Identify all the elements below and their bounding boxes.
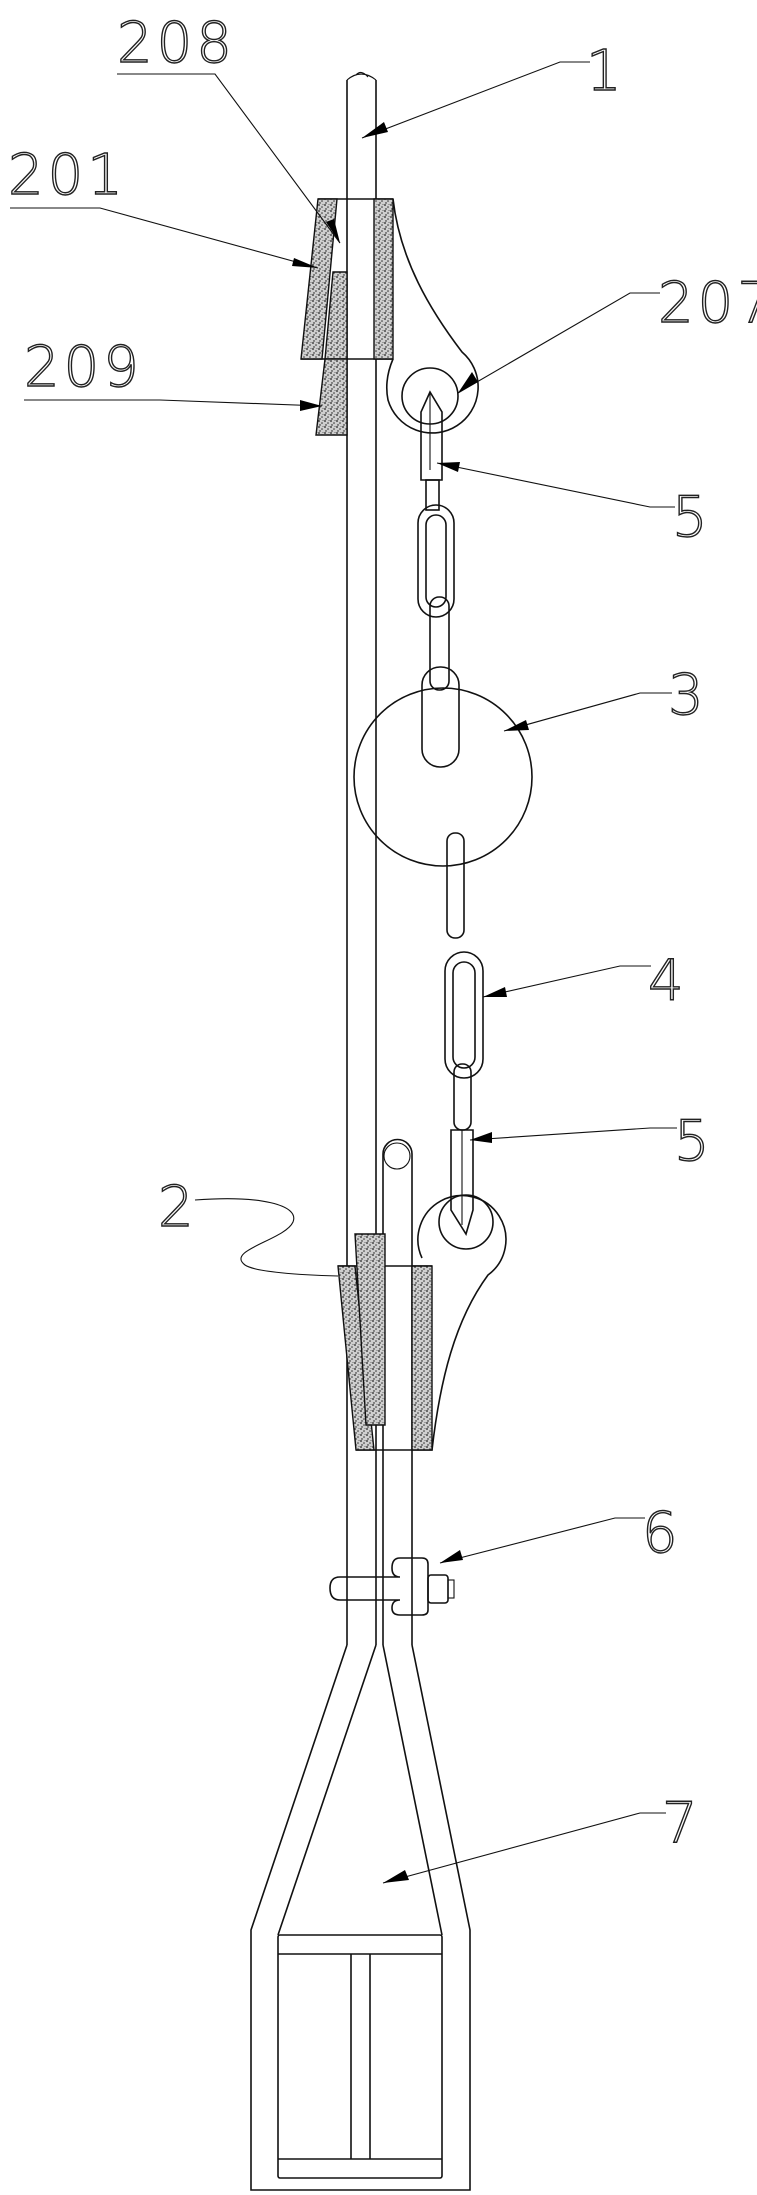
label-207: 207: [658, 271, 757, 336]
label-7: 7: [662, 1791, 702, 1856]
label-208: 208: [117, 11, 236, 76]
counterweight-frame: [251, 1645, 470, 2190]
label-201: 201: [8, 143, 127, 208]
lower-shackle: [451, 1130, 473, 1234]
wedge-209: [316, 359, 347, 435]
second-rod: [383, 1140, 412, 1646]
float-ball: [354, 688, 532, 866]
chain-upper: [418, 480, 459, 767]
upper-shackle: [421, 392, 442, 480]
label-2: 2: [158, 1175, 198, 1240]
lower-clamp: [338, 1195, 506, 1450]
label-1: 1: [586, 39, 626, 104]
clamp-bolt: [330, 1558, 454, 1615]
label-5-upper: 5: [672, 485, 712, 550]
label-5-lower: 5: [674, 1109, 714, 1174]
label-6: 6: [642, 1501, 682, 1566]
upper-clamp: [301, 199, 478, 435]
label-3: 3: [668, 663, 708, 728]
label-209: 209: [24, 335, 143, 400]
chain-lower: [445, 833, 483, 1130]
label-4: 4: [648, 949, 688, 1014]
